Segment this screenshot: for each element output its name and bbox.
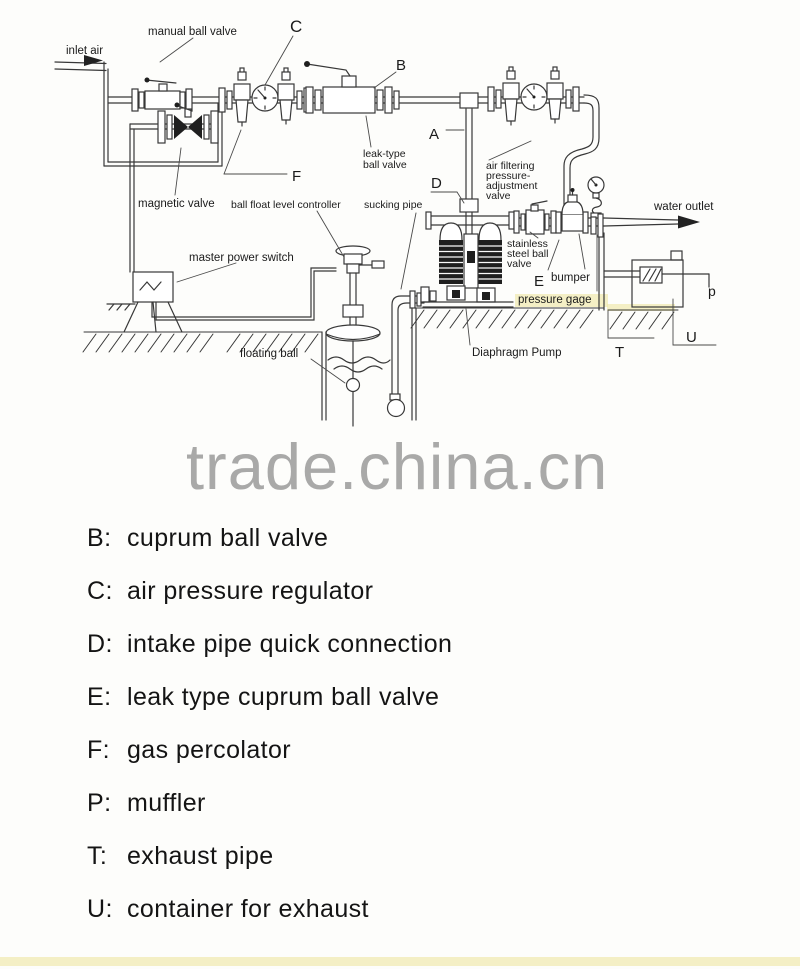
ground-hatching-right — [410, 307, 679, 330]
legend-key-t: T: — [87, 842, 108, 870]
legend-row-d: D: intake pipe quick connection — [87, 630, 452, 658]
highlight-bottom-strip — [0, 957, 800, 966]
legend-key-e: E: — [87, 683, 112, 711]
magnetic-valve — [157, 102, 219, 144]
stainless-label-1: stainless — [507, 238, 548, 250]
legend-label-u: container for exhaust — [127, 895, 369, 923]
cuprum-ball-valve — [304, 61, 400, 114]
label-a: A — [429, 126, 439, 143]
label-t: T — [615, 344, 624, 361]
ground-hatching-left — [82, 331, 323, 353]
master-power-switch-label: master power switch — [189, 252, 294, 264]
stainless-steel-ball-valve — [513, 200, 557, 235]
pressure-gage-label: pressure gage — [518, 294, 592, 306]
switch-cable — [151, 267, 337, 321]
ball-float-level-controller — [335, 245, 385, 327]
exhaust-container — [631, 250, 684, 308]
bumper — [555, 188, 589, 234]
quick-connection-fitting — [459, 198, 479, 213]
magnetic-valve-label: magnetic valve — [138, 198, 215, 210]
legend-label-c: air pressure regulator — [127, 577, 374, 605]
water-outlet-label: water outlet — [653, 201, 714, 213]
inlet-air-label: inlet air — [66, 45, 103, 57]
legend-key-b: B: — [87, 524, 112, 552]
intake-air-pipe-A — [459, 92, 479, 236]
label-p: p — [708, 283, 716, 299]
legend-key-d: D: — [87, 630, 113, 658]
label-b: B — [396, 57, 406, 74]
legend-row-p: P: muffler — [87, 789, 452, 817]
leak-type-label-1: leak-type — [363, 148, 406, 160]
water-tank — [321, 307, 417, 421]
manual-ball-valve — [131, 77, 193, 112]
stainless-label-3: valve — [507, 258, 532, 270]
diaphragm-pump — [420, 222, 514, 308]
pressure-gage — [587, 176, 605, 238]
elbow-pipe-down — [563, 94, 600, 206]
label-f: F — [292, 168, 301, 185]
legend: B: cuprum ball valve C: air pressure reg… — [87, 524, 452, 923]
legend-label-d: intake pipe quick connection — [127, 630, 453, 658]
legend-key-c: C: — [87, 577, 113, 605]
master-power-switch — [106, 271, 183, 333]
stainless-label-2: steel ball — [507, 248, 548, 260]
bumper-label: bumper — [551, 272, 590, 284]
diagram-labels: inlet air manual ball valve C B F A D E … — [66, 17, 716, 361]
highlight-pressure-gage — [515, 294, 608, 307]
sucking-pipe — [386, 290, 425, 418]
air-filtering-pressure-adjustment-valve — [487, 66, 580, 126]
watermark: trade.china.cn — [186, 430, 608, 503]
label-d: D — [431, 175, 442, 192]
inlet-pipe — [54, 55, 107, 72]
legend-label-t: exhaust pipe — [127, 842, 274, 870]
legend-row-c: C: air pressure regulator — [87, 577, 452, 605]
label-u: U — [686, 329, 697, 346]
legend-key-u: U: — [87, 895, 113, 923]
legend-label-f: gas percolator — [127, 736, 292, 764]
floating-ball-label: floating ball — [240, 348, 298, 360]
legend-row-e: E: leak type cuprum ball valve — [87, 683, 452, 711]
legend-row-t: T: exhaust pipe — [87, 842, 452, 870]
leader-lines — [159, 35, 717, 384]
air-filter-label-1: air filtering — [486, 160, 535, 172]
water-outlet-pipe — [603, 215, 700, 229]
legend-row-b: B: cuprum ball valve — [87, 524, 452, 552]
diaphragm-pump-label: Diaphragm Pump — [472, 347, 561, 359]
inlet-air-arrow — [84, 55, 103, 66]
air-filter-label-3: adjustment — [486, 180, 537, 192]
floating-ball — [345, 377, 361, 393]
legend-key-f: F: — [87, 736, 111, 764]
legend-label-p: muffler — [127, 789, 206, 817]
air-filter-label-2: pressure- — [486, 170, 531, 182]
legend-row-f: F: gas percolator — [87, 736, 452, 764]
air-filter-label-4: valve — [486, 190, 511, 202]
muffler — [639, 266, 663, 284]
leak-type-label-2: ball valve — [363, 159, 407, 171]
label-e: E — [534, 273, 544, 290]
pump-discharge-manifold — [425, 211, 515, 230]
strainer-ball — [386, 398, 406, 418]
muffler-branch-pipe — [603, 270, 710, 288]
legend-row-u: U: container for exhaust — [87, 895, 452, 923]
label-c: C — [290, 17, 302, 36]
ball-float-controller-label: ball float level controller — [231, 199, 341, 211]
floating-ball-assembly — [325, 324, 381, 427]
manual-ball-valve-label: manual ball valve — [148, 26, 237, 38]
water-outlet-arrow — [678, 215, 700, 229]
sucking-pipe-label: sucking pipe — [364, 199, 423, 211]
legend-key-p: P: — [87, 789, 112, 817]
legend-label-b: cuprum ball valve — [127, 524, 329, 552]
legend-label-e: leak type cuprum ball valve — [127, 683, 440, 711]
